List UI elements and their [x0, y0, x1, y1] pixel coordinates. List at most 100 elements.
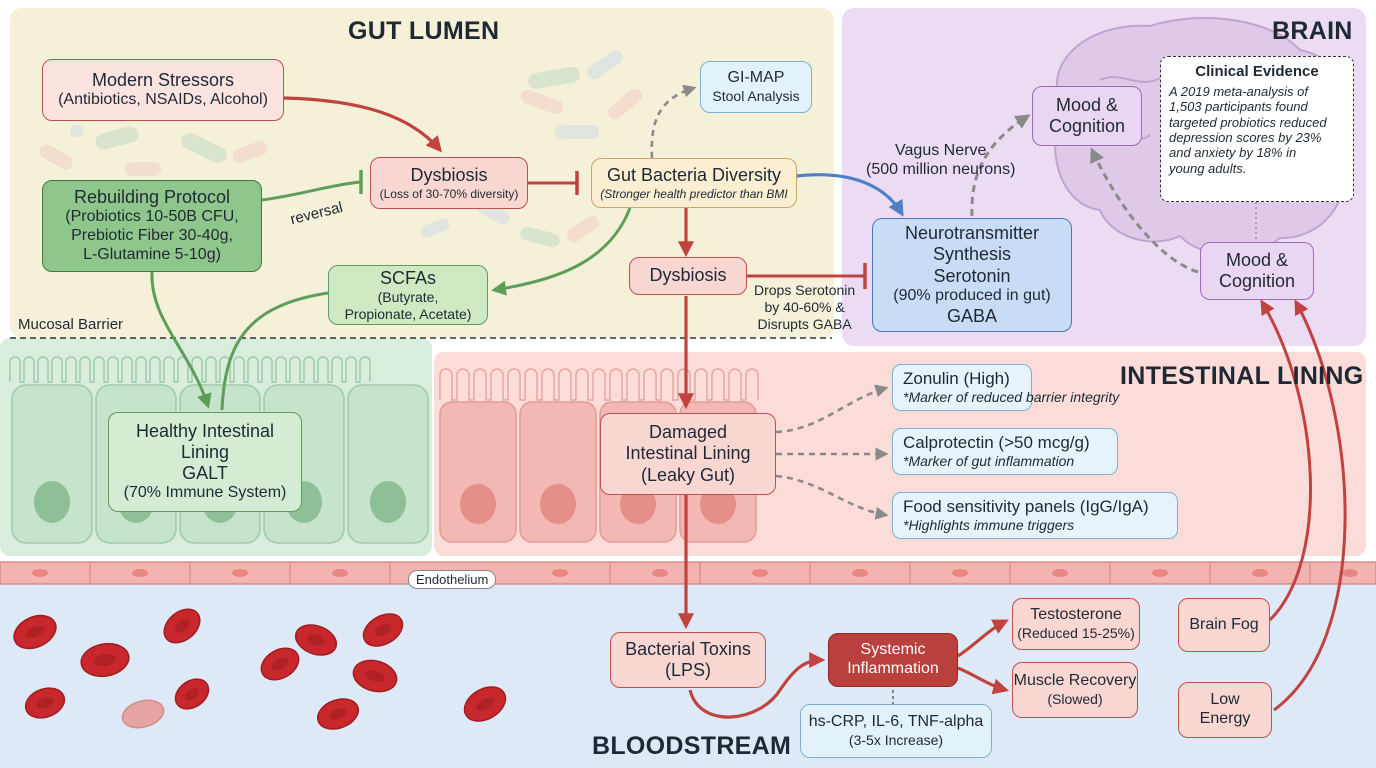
- mood-top-line-1: Mood &: [1055, 94, 1119, 115]
- muscle-recovery-node: Muscle Recovery (Slowed): [1012, 662, 1138, 718]
- arrow-mood-right-to-mood-top: [1090, 147, 1199, 274]
- damaged-villi: [439, 368, 759, 401]
- dysbiosis-top-title: Dysbiosis: [410, 165, 488, 186]
- toxins-line-1: Bacterial Toxins: [625, 638, 751, 659]
- arrow-bacteria-to-gimap: [650, 84, 697, 159]
- toxins-line-2: (LPS): [664, 660, 711, 680]
- healthy-villi: [9, 356, 371, 383]
- inflammation-line-2: Inflammation: [847, 660, 939, 677]
- neuro-line-3: Serotonin: [933, 265, 1011, 286]
- arrow-protocol-to-healthy: [150, 271, 212, 409]
- drops-line-3: Disrupts GABA: [757, 315, 852, 332]
- modern-stressors-title: Modern Stressors: [91, 69, 235, 90]
- mood-right-line-2: Cognition: [1218, 271, 1296, 291]
- marker-zonulin: Zonulin (High) *Marker of reduced barrie…: [892, 364, 1120, 412]
- neuro-line-4: (90% produced in gut): [893, 286, 1051, 304]
- gut-bacteria-title: Gut Bacteria Diversity: [606, 165, 782, 186]
- healthy-line-2: Lining: [180, 441, 230, 462]
- endothelium-label: Endothelium: [408, 570, 497, 589]
- muscle-line-1: Muscle Recovery: [1013, 672, 1137, 690]
- inhibit-protocol-to-dysbiosis: [261, 180, 361, 202]
- gi-map-node: GI-MAP Stool Analysis: [700, 61, 812, 113]
- low-energy-line-1: Low: [1210, 691, 1240, 709]
- scfas-title: SCFAs: [379, 267, 436, 288]
- clinical-evidence-body: A 2019 meta-analysis of 1,503 participan…: [1169, 84, 1327, 176]
- testosterone-line-1: Testosterone: [1030, 606, 1122, 624]
- arrow-bacteria-to-scfas: [491, 207, 632, 296]
- arrow-neuro-to-mood-top: [970, 114, 1031, 217]
- arrow-stressors-to-dysbiosis: [283, 96, 443, 153]
- rebuilding-protocol-title: Rebuilding Protocol: [73, 187, 231, 208]
- arrow-inflammation-to-testosterone: [957, 619, 1009, 658]
- arrow-toxins-to-inflammation: [688, 652, 826, 719]
- drops-line-2: by 40-60% &: [764, 298, 845, 315]
- mood-cognition-top-node: Mood & Cognition: [1032, 86, 1142, 146]
- gi-map-title: GI-MAP: [727, 69, 785, 87]
- vagus-line-1: Vagus Nerve: [895, 142, 987, 159]
- damaged-line-2: Intestinal Lining: [625, 443, 751, 464]
- neuro-line-5: GABA: [946, 305, 998, 326]
- low-energy-line-2: Energy: [1199, 710, 1251, 727]
- healthy-line-3: GALT: [182, 463, 228, 484]
- damaged-line-3: (Leaky Gut): [640, 464, 736, 485]
- healthy-intestinal-lining-node: Healthy Intestinal Lining GALT (70% Immu…: [108, 412, 302, 512]
- testosterone-line-2: (Reduced 15-25%): [1017, 625, 1135, 642]
- mucosal-barrier-label: Mucosal Barrier: [18, 316, 124, 333]
- inflammation-markers-line-2: (3-5x Increase): [848, 732, 944, 749]
- dysbiosis-mid-node: Dysbiosis: [629, 257, 747, 295]
- low-energy-node: Low Energy: [1178, 682, 1272, 738]
- vagus-nerve-label: Vagus Nerve (500 million neurons): [866, 141, 1015, 179]
- marker-zonulin-note: *Marker of reduced barrier integrity: [903, 389, 1120, 406]
- scfas-line-1: (Butyrate,: [377, 289, 439, 306]
- mood-right-line-1: Mood &: [1225, 249, 1289, 270]
- gut-bacteria-diversity-node: Gut Bacteria Diversity (Stronger health …: [591, 158, 797, 208]
- rebuilding-protocol-node: Rebuilding Protocol (Probiotics 10-50B C…: [42, 180, 262, 272]
- region-title-bloodstream: BLOODSTREAM: [592, 732, 792, 760]
- arrow-damaged-to-food: [775, 474, 889, 520]
- dysbiosis-top-node: Dysbiosis (Loss of 30-70% diversity): [370, 157, 528, 209]
- damaged-intestinal-lining-node: Damaged Intestinal Lining (Leaky Gut): [600, 413, 776, 495]
- neuro-line-2: Synthesis: [932, 244, 1012, 265]
- brain-fog-node: Brain Fog: [1178, 598, 1270, 652]
- healthy-line-4: (70% Immune System): [123, 484, 287, 502]
- red-blood-cells: [13, 608, 507, 730]
- damaged-line-1: Damaged: [648, 422, 728, 443]
- neuro-line-1: Neurotransmitter: [904, 223, 1040, 244]
- vagus-line-2: (500 million neurons): [866, 161, 1016, 179]
- arrow-scfas-to-healthy: [220, 291, 329, 411]
- region-title-intestinal-lining: INTESTINAL LINING: [1120, 362, 1364, 390]
- mood-cognition-right-node: Mood & Cognition: [1200, 242, 1314, 300]
- modern-stressors-node: Modern Stressors (Antibiotics, NSAIDs, A…: [42, 59, 284, 121]
- scfas-node: SCFAs (Butyrate, Propionate, Acetate): [328, 265, 488, 325]
- mood-top-line-2: Cognition: [1048, 116, 1126, 136]
- rebuilding-protocol-line-3: L-Glutamine 5-10g): [83, 246, 221, 264]
- rebuilding-protocol-line-1: (Probiotics 10-50B CFU,: [65, 208, 239, 226]
- clinical-evidence-title: Clinical Evidence: [1195, 63, 1319, 80]
- arrow-lowenergy-to-mood: [1273, 299, 1347, 712]
- arrow-inflammation-to-muscle: [957, 666, 1010, 695]
- dysbiosis-mid-title: Dysbiosis: [649, 265, 727, 286]
- marker-zonulin-title: Zonulin (High): [903, 369, 1010, 388]
- brain-fog-title: Brain Fog: [1189, 615, 1259, 633]
- marker-calprotectin-title: Calprotectin (>50 mcg/g): [903, 433, 1090, 452]
- marker-food-note: *Highlights immune triggers: [903, 517, 1075, 534]
- modern-stressors-sub: (Antibiotics, NSAIDs, Alcohol): [58, 91, 268, 109]
- marker-calprotectin: Calprotectin (>50 mcg/g) *Marker of gut …: [892, 428, 1118, 476]
- bacteria-illustration: [39, 50, 642, 248]
- clinical-evidence-box: Clinical Evidence A 2019 meta-analysis o…: [1160, 56, 1354, 202]
- gi-map-sub: Stool Analysis: [712, 88, 800, 105]
- bacterial-toxins-node: Bacterial Toxins (LPS): [610, 632, 766, 688]
- arrow-brainfog-to-mood: [1260, 299, 1312, 622]
- inflammation-markers-node: hs-CRP, IL-6, TNF-alpha (3-5x Increase): [800, 704, 992, 758]
- arrow-damaged-to-zonulin: [775, 384, 889, 434]
- drops-serotonin-label: Drops Serotonin by 40-60% & Disrupts GAB…: [754, 282, 855, 332]
- inflammation-markers-line-1: hs-CRP, IL-6, TNF-alpha: [808, 713, 984, 731]
- systemic-inflammation-node: Systemic Inflammation: [828, 633, 958, 687]
- inflammation-line-1: Systemic: [860, 641, 926, 659]
- region-title-brain: BRAIN: [1272, 17, 1353, 45]
- endothelium-band: [0, 561, 1376, 585]
- dysbiosis-top-sub: (Loss of 30-70% diversity): [379, 186, 519, 201]
- neurotransmitter-synthesis-node: Neurotransmitter Synthesis Serotonin (90…: [872, 218, 1072, 332]
